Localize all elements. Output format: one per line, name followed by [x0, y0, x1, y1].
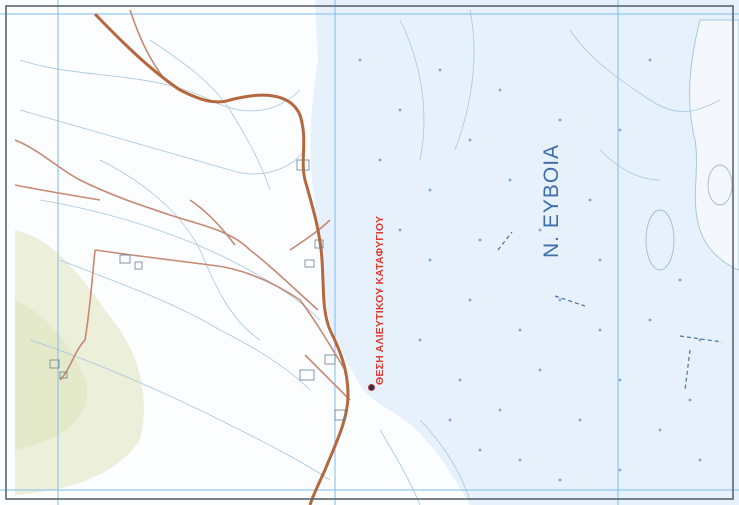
sea-dashes: [497, 231, 723, 391]
map-frame: [5, 5, 734, 500]
secondary-roads: [14, 9, 351, 401]
shelter-location-label: ΘΕΣΗ ΑΛΙΕΥΤΙΚΟΥ ΚΑΤΑΦΥΓΙΟΥ: [374, 215, 386, 385]
sea-area: [310, 0, 739, 505]
island-shore: [689, 19, 739, 271]
contour-lines: [19, 9, 721, 505]
terrain-shade-2: [15, 300, 88, 450]
sea-name-label: Ν. ΕΥΒΟΙΑ: [540, 143, 563, 258]
main-road: [93, 12, 350, 505]
settlements: [49, 159, 346, 421]
shoals: [645, 164, 733, 271]
shelter-marker-icon[interactable]: [368, 384, 375, 391]
sounding-dots: [358, 58, 702, 482]
